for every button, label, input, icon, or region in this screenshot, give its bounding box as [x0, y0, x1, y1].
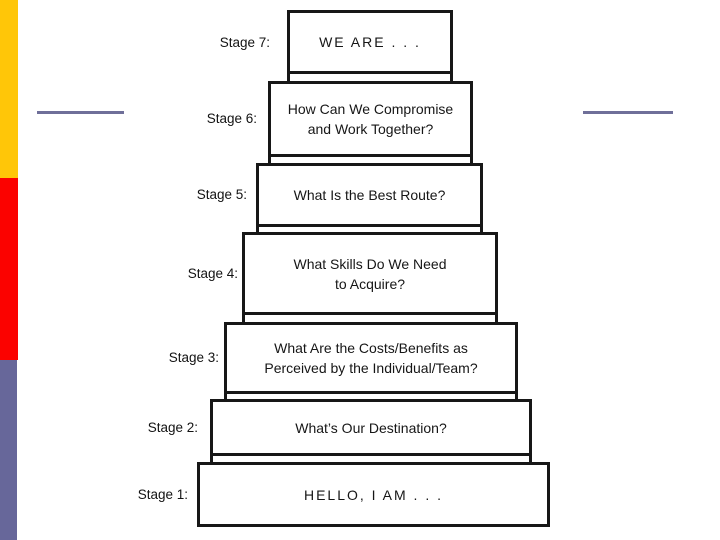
stage-label-6: Stage 6: [206, 111, 257, 126]
stage-text-line: WE ARE . . . [319, 34, 421, 50]
stage-box-6: How Can We Compromise and Work Together? [268, 81, 473, 164]
divider-line-right [583, 111, 673, 114]
stage-box-7: WE ARE . . . [287, 10, 453, 81]
stage-text-line: What Are the Costs/Benefits as [274, 340, 468, 356]
accent-bar-purple [0, 360, 17, 540]
divider-line-left [37, 111, 124, 114]
stage-label-4: Stage 4: [187, 266, 238, 281]
stage-text-line: What Skills Do We Need [293, 255, 447, 272]
stage-box-4: What Skills Do We Need to Acquire? [242, 232, 498, 322]
stage-text-line: Perceived by the Individual/Team? [264, 360, 478, 376]
accent-bar-red [0, 178, 18, 360]
stage-label-1: Stage 1: [137, 487, 188, 502]
stage-text-line: What’s Our Destination? [295, 419, 447, 436]
stage-box-3: What Are the Costs/Benefits as Perceived… [224, 322, 518, 401]
accent-bar-yellow [0, 0, 18, 178]
stage-label-5: Stage 5: [196, 187, 247, 202]
stage-label-3: Stage 3: [168, 350, 219, 365]
stage-box-1: HELLO, I AM . . . [197, 462, 550, 527]
stage-text-line: HELLO, I AM . . . [303, 486, 444, 503]
stage-box-2: What’s Our Destination? [210, 399, 532, 463]
stage-label-2: Stage 2: [147, 420, 198, 435]
stage-box-5: What Is the Best Route? [256, 163, 483, 234]
stage-text-line: How Can We Compromise [287, 101, 454, 117]
stage-text-line: to Acquire? [334, 275, 406, 292]
stage-text-line: and Work Together? [307, 121, 434, 137]
stage-label-7: Stage 7: [219, 35, 270, 50]
stage-text-line: What Is the Best Route? [293, 187, 446, 203]
